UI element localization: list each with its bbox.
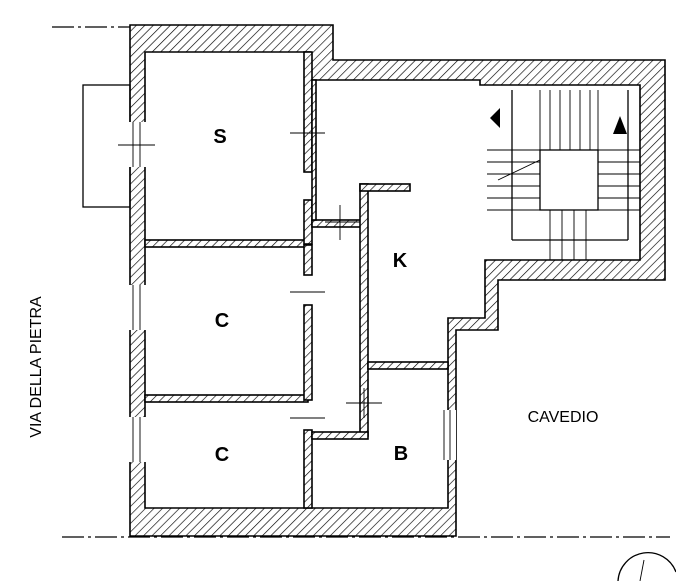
stair-up-arrow-icon	[613, 116, 627, 134]
boundary-lines	[52, 26, 670, 538]
room-label-s: S	[213, 126, 226, 148]
left-windows	[128, 122, 147, 462]
room-label-c-upper: C	[215, 310, 229, 332]
interior-walls	[144, 51, 449, 509]
courtyard-label: CAVEDIO	[528, 409, 599, 426]
staircase	[487, 90, 640, 260]
room-label-k: K	[393, 250, 408, 272]
door-markers	[118, 132, 382, 419]
room-label-c-lower: C	[215, 444, 229, 466]
stair-down-arrow-icon	[490, 108, 500, 128]
right-windows	[440, 410, 456, 460]
north-compass-icon	[617, 552, 676, 581]
room-label-b: B	[394, 443, 408, 465]
balcony	[82, 84, 131, 208]
street-label: VIA DELLA PIETRA	[28, 296, 45, 438]
